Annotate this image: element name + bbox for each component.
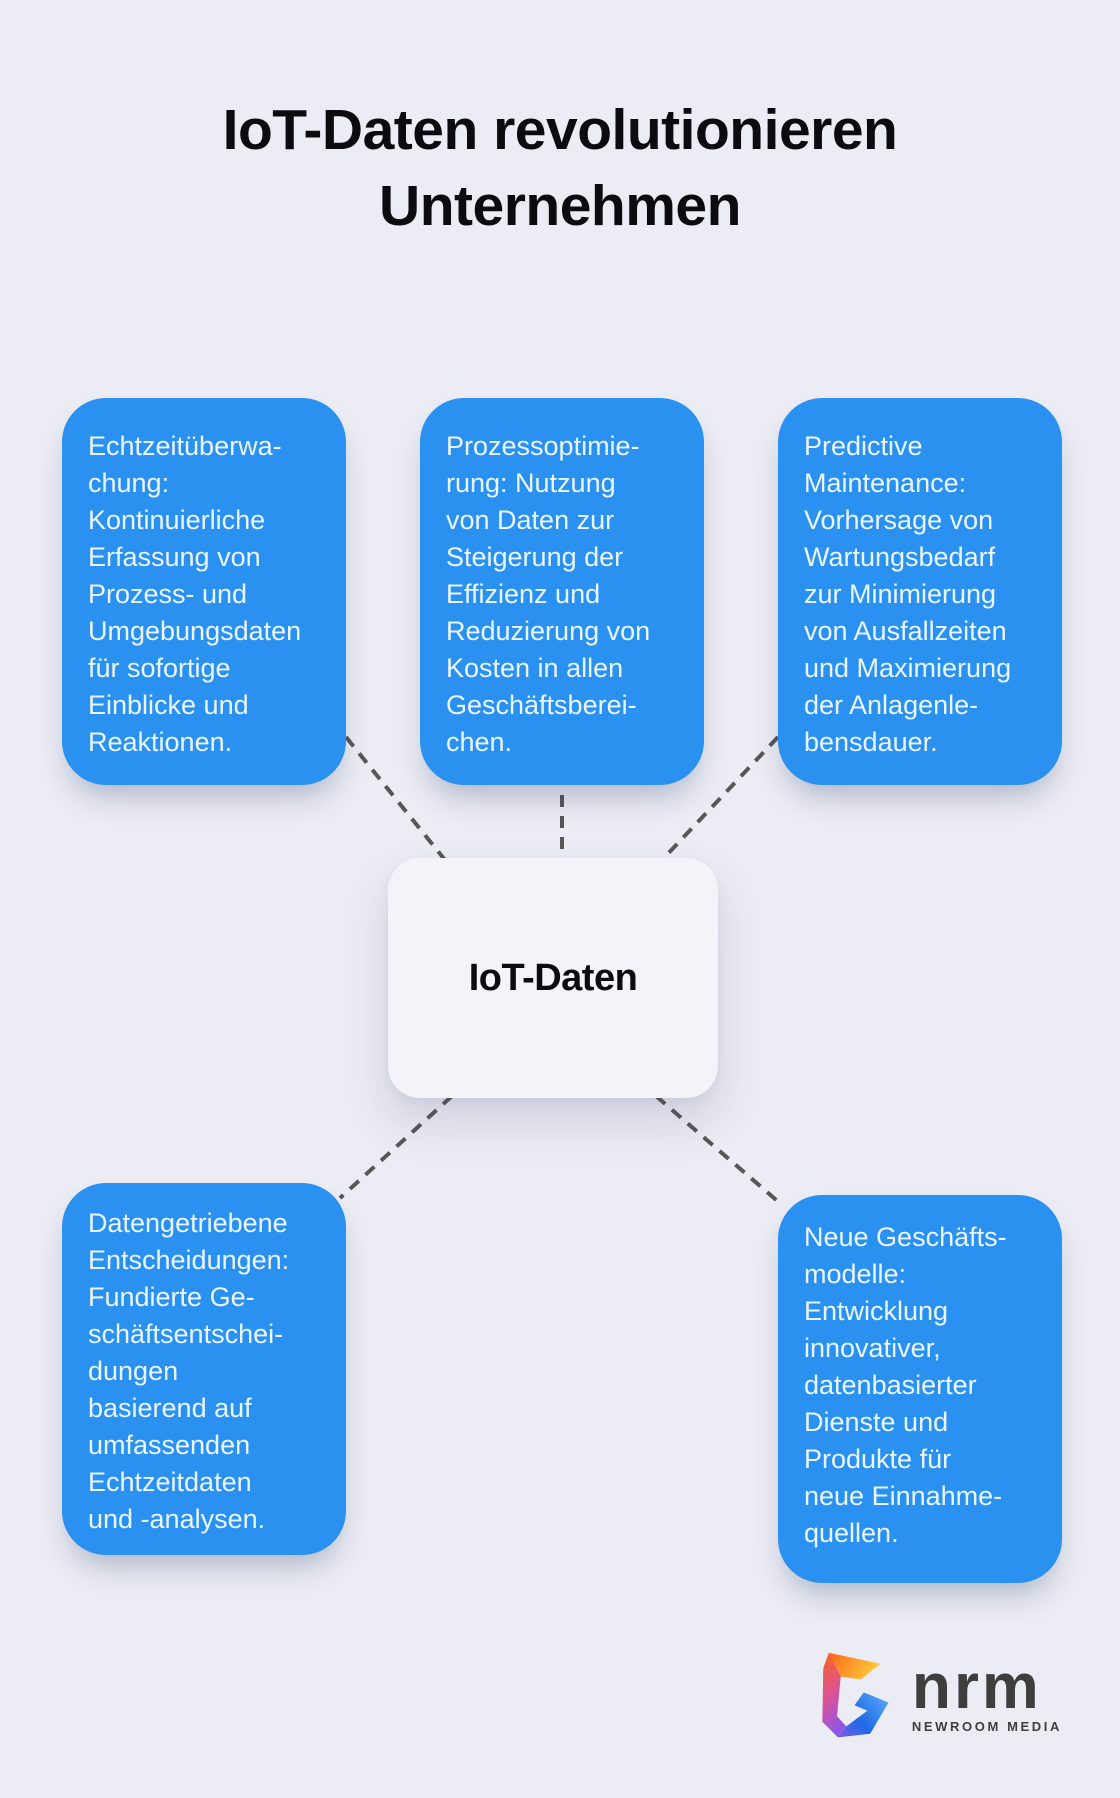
page-title-line2: Unternehmen xyxy=(379,174,741,238)
node-text: Datengetriebene Entscheidungen: Fundiert… xyxy=(88,1208,290,1534)
node-echtzeitueberwachung: Echtzeitüberwa- chung: Kontinuierliche E… xyxy=(62,398,346,785)
page-title-line1: IoT-Daten revolutionieren xyxy=(222,98,898,162)
newroom-media-logo: nrm NEWROOM MEDIA xyxy=(802,1650,1062,1742)
connector-line xyxy=(338,1094,454,1200)
logo-text: nrm NEWROOM MEDIA xyxy=(911,1649,1062,1734)
logo-subtitle: NEWROOM MEDIA xyxy=(911,1718,1062,1734)
node-datengetriebene-entscheidungen: Datengetriebene Entscheidungen: Fundiert… xyxy=(62,1183,346,1555)
node-text: Prozessoptimie- rung: Nutzung von Daten … xyxy=(446,431,651,757)
node-text: Neue Geschäfts- modelle: Entwicklung inn… xyxy=(804,1222,1007,1548)
node-text: Predictive Maintenance: Vorhersage von W… xyxy=(804,431,1012,757)
nrm-logo-icon xyxy=(822,1652,889,1738)
node-predictive-maintenance: Predictive Maintenance: Vorhersage von W… xyxy=(778,398,1062,785)
node-neue-geschaeftsmodelle: Neue Geschäfts- modelle: Entwicklung inn… xyxy=(778,1195,1062,1583)
center-node-iot-daten: IoT-Daten xyxy=(388,858,718,1098)
logo-wordmark: nrm xyxy=(911,1649,1042,1722)
node-prozessoptimierung: Prozessoptimie- rung: Nutzung von Daten … xyxy=(420,398,704,785)
connector-line xyxy=(654,1094,784,1207)
center-node-label: IoT-Daten xyxy=(468,956,638,999)
node-text: Echtzeitüberwa- chung: Kontinuierliche E… xyxy=(88,431,302,757)
connector-line xyxy=(660,735,780,862)
connector-line xyxy=(344,735,447,862)
page-title: IoT-Daten revolutionieren Unternehmen xyxy=(0,92,1120,244)
